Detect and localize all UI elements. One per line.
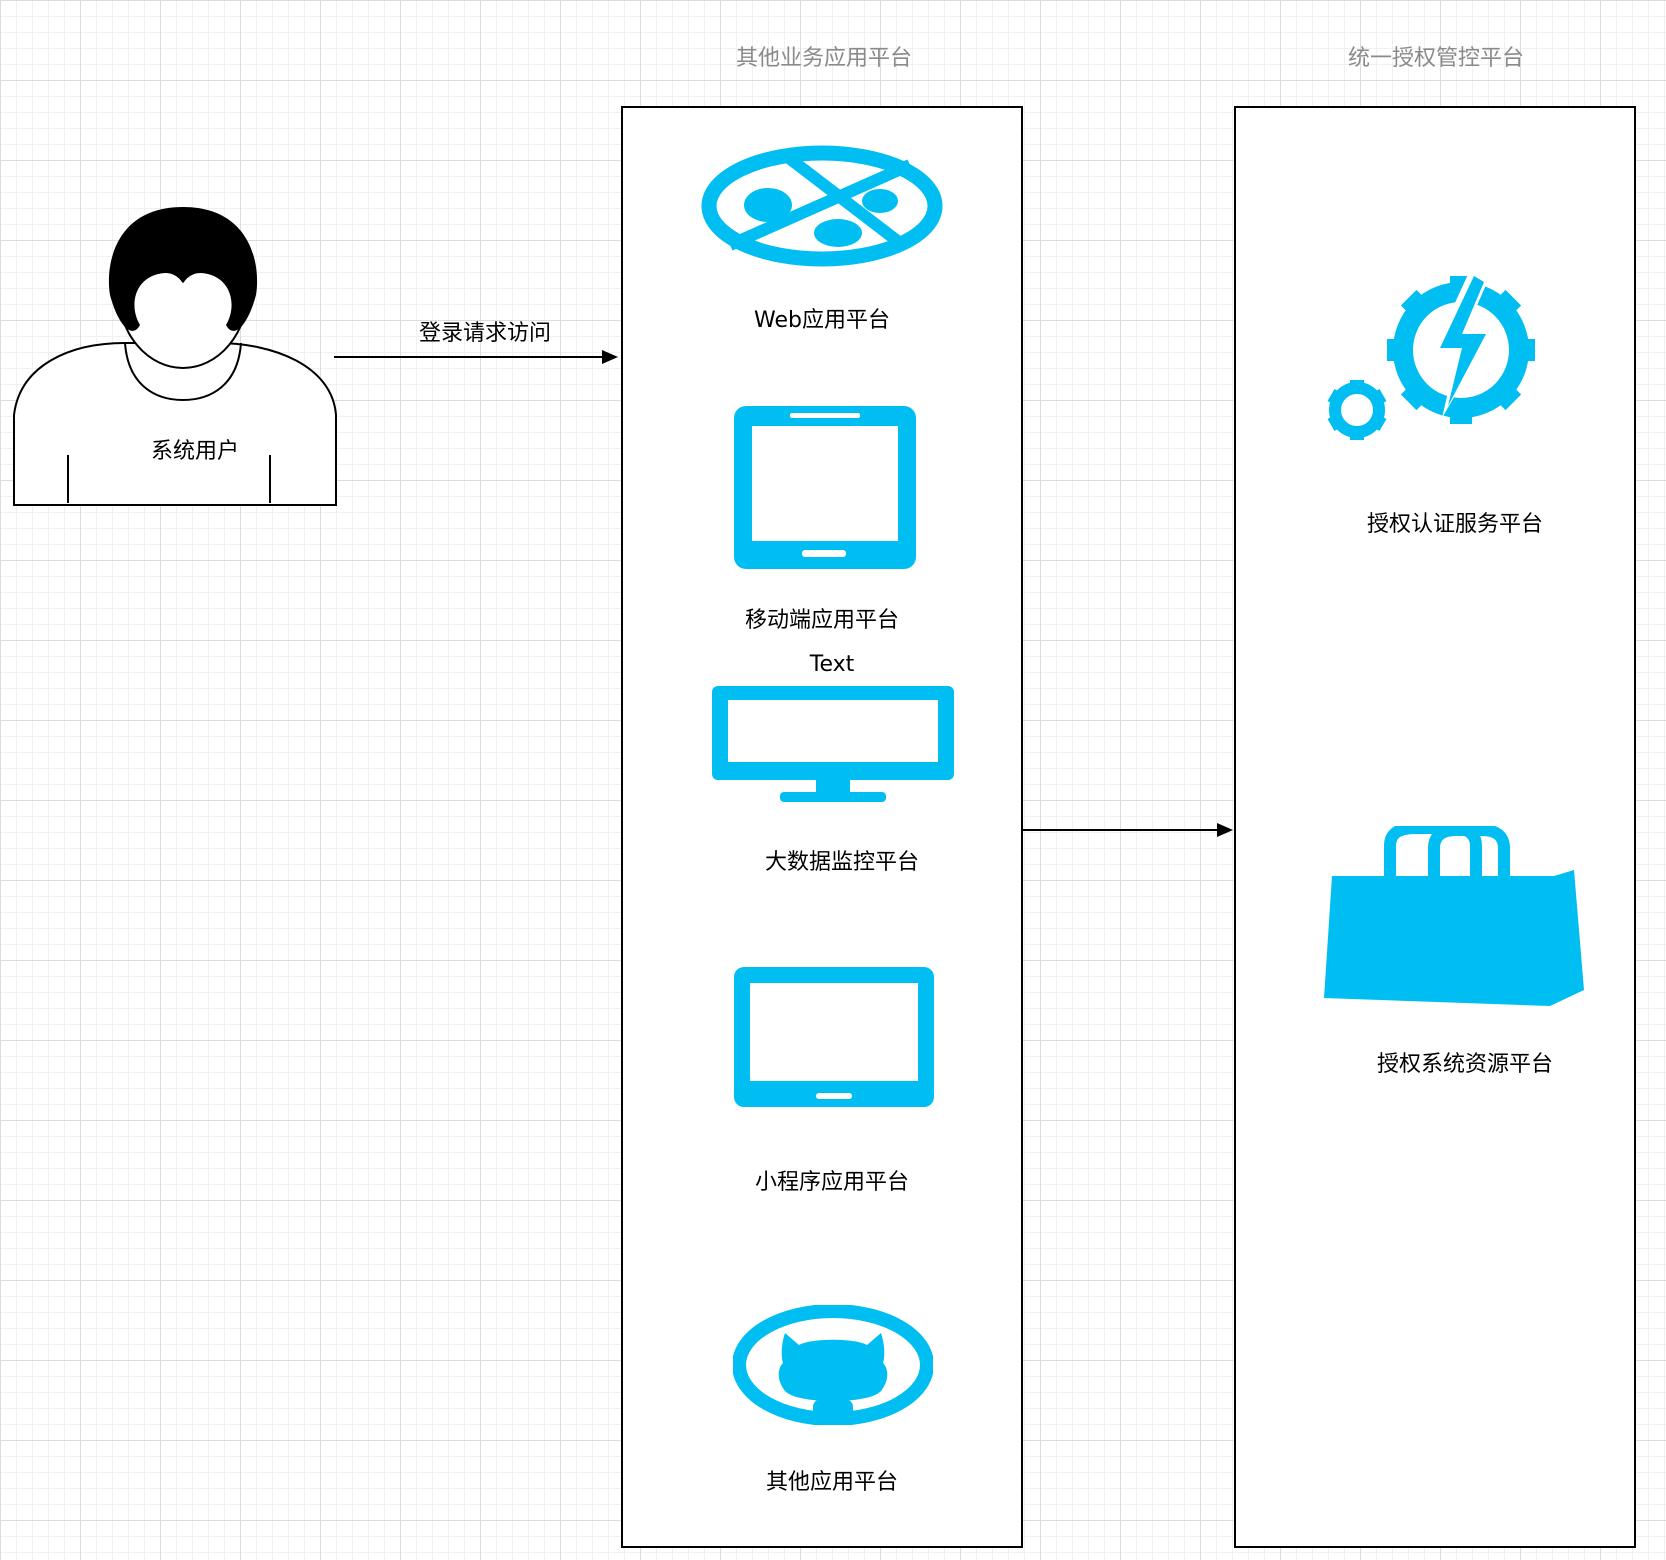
tablet-icon[interactable] [734,406,916,569]
auth-column-title: 统一授权管控平台 [1347,46,1524,71]
web-globe-icon[interactable] [700,145,945,267]
tablet-landscape-icon[interactable] [734,967,934,1107]
web-platform-label: Web应用平台 [754,308,890,333]
shopping-bag-icon[interactable] [1322,826,1586,1012]
gears-lightning-icon[interactable] [1322,268,1548,448]
placeholder-text-label: Text [809,652,855,677]
auth-resource-label: 授权系统资源平台 [1376,1052,1553,1077]
monitor-icon[interactable] [712,686,954,808]
auth-service-label: 授权认证服务平台 [1366,512,1543,537]
user-actor-icon[interactable] [10,205,340,510]
bigdata-platform-label: 大数据监控平台 [764,850,919,875]
miniprogram-platform-label: 小程序应用平台 [754,1170,909,1195]
github-icon[interactable] [733,1305,933,1425]
business-column-title: 其他业务应用平台 [735,46,912,71]
login-request-arrow[interactable] [330,345,620,369]
business-to-auth-arrow[interactable] [1023,818,1235,842]
other-platform-label: 其他应用平台 [765,1470,898,1495]
mobile-platform-label: 移动端应用平台 [744,608,899,633]
user-actor-label: 系统用户 [150,439,239,464]
login-request-label: 登录请求访问 [418,321,551,346]
